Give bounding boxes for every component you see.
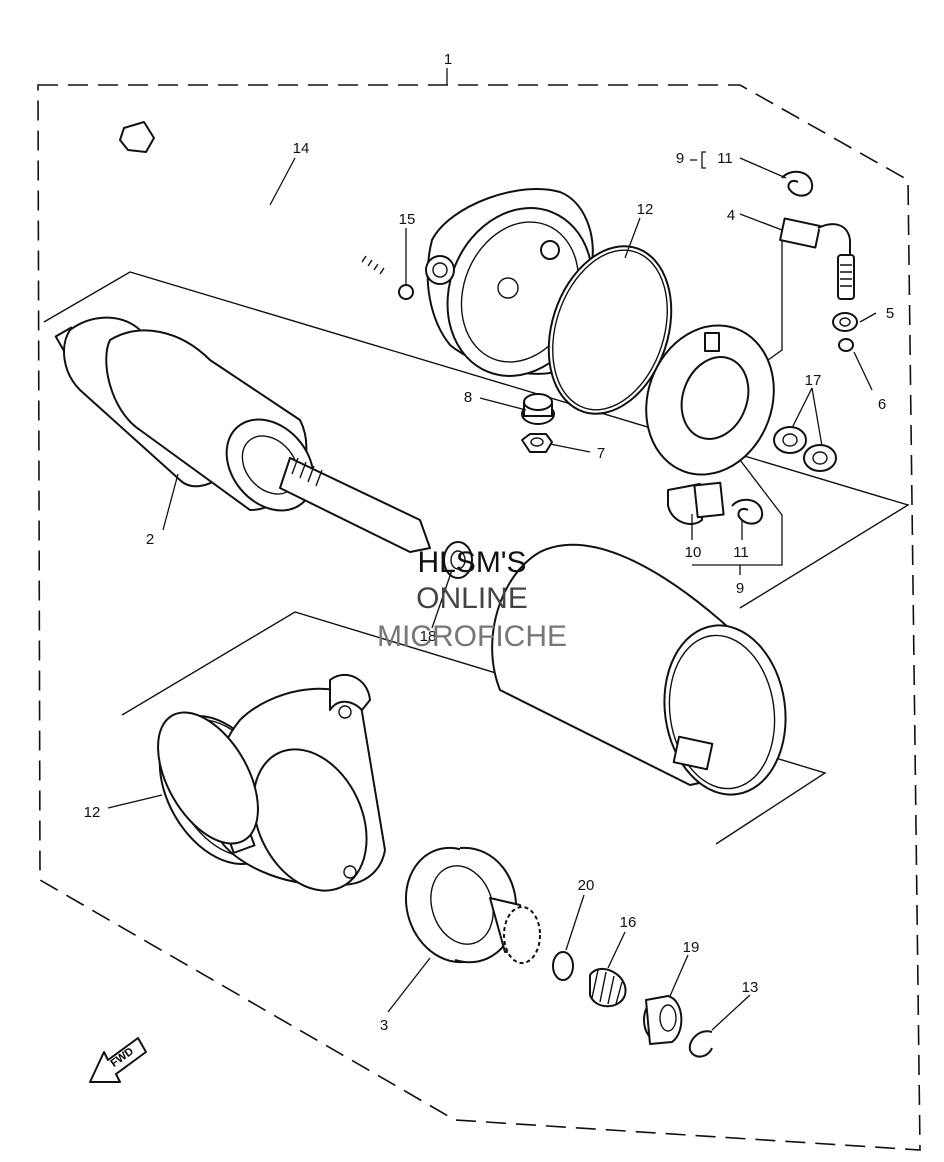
clip-11-upper	[781, 170, 814, 197]
callout-19: 19	[683, 939, 700, 956]
callout-4: 4	[727, 207, 735, 224]
callout-12-lower: 12	[84, 804, 101, 821]
clip-11-lower	[731, 498, 764, 525]
brush-holder-10	[667, 481, 725, 525]
callout-18: 18	[420, 628, 437, 645]
callout-3: 3	[380, 1017, 388, 1034]
watermark-line-3: MICROFICHE	[377, 620, 567, 653]
leader-lines	[107, 68, 877, 1031]
callout-11-lower: 11	[733, 544, 749, 561]
callout-5: 5	[886, 305, 894, 322]
callout-20: 20	[578, 877, 595, 894]
callout-6: 6	[878, 396, 886, 413]
callout-2: 2	[146, 531, 154, 548]
watermark-line-2: ONLINE	[416, 582, 528, 615]
callout-9-lower: 9	[736, 580, 744, 597]
callout-11-upper: 11	[717, 150, 733, 167]
callout-9-upper: 9	[676, 150, 684, 167]
washer-18	[443, 541, 473, 579]
callout-17: 17	[805, 372, 822, 389]
nut-7	[521, 433, 553, 453]
circlip-13	[688, 1030, 713, 1058]
o-ring-12-lower	[157, 711, 259, 845]
lead-wire	[779, 217, 855, 300]
through-bolt	[119, 121, 391, 282]
o-ring-15	[398, 284, 414, 300]
callout-7: 7	[597, 445, 605, 462]
callout-12-upper: 12	[637, 201, 654, 218]
spring-16	[589, 968, 627, 1008]
fwd-arrow-icon: FWD	[89, 1037, 147, 1083]
nut-8	[521, 393, 555, 425]
assembly-boundary	[37, 84, 921, 1151]
o-ring-12-upper	[547, 245, 673, 415]
callout-16: 16	[620, 914, 637, 931]
circlip-20	[552, 951, 574, 981]
callout-10: 10	[685, 544, 702, 561]
brush-plate	[645, 324, 775, 476]
collar-19	[643, 995, 683, 1045]
callout-labels: 1 14 15 12 9 11 4 5 6 17 8 7 2 10 11 9 1…	[84, 51, 895, 1034]
callout-1: 1	[444, 51, 452, 68]
starter-clutch	[404, 846, 541, 964]
callout-13: 13	[742, 979, 759, 996]
armature	[54, 316, 431, 553]
watermark-line-1: HLSM'S	[417, 546, 527, 579]
washer-5	[832, 312, 858, 332]
yoke	[491, 543, 787, 796]
washers-17	[773, 426, 837, 472]
callout-8: 8	[464, 389, 472, 406]
callout-14: 14	[293, 140, 310, 157]
plane-upper	[43, 271, 910, 609]
o-ring-6	[838, 338, 854, 352]
callout-15: 15	[399, 211, 416, 228]
